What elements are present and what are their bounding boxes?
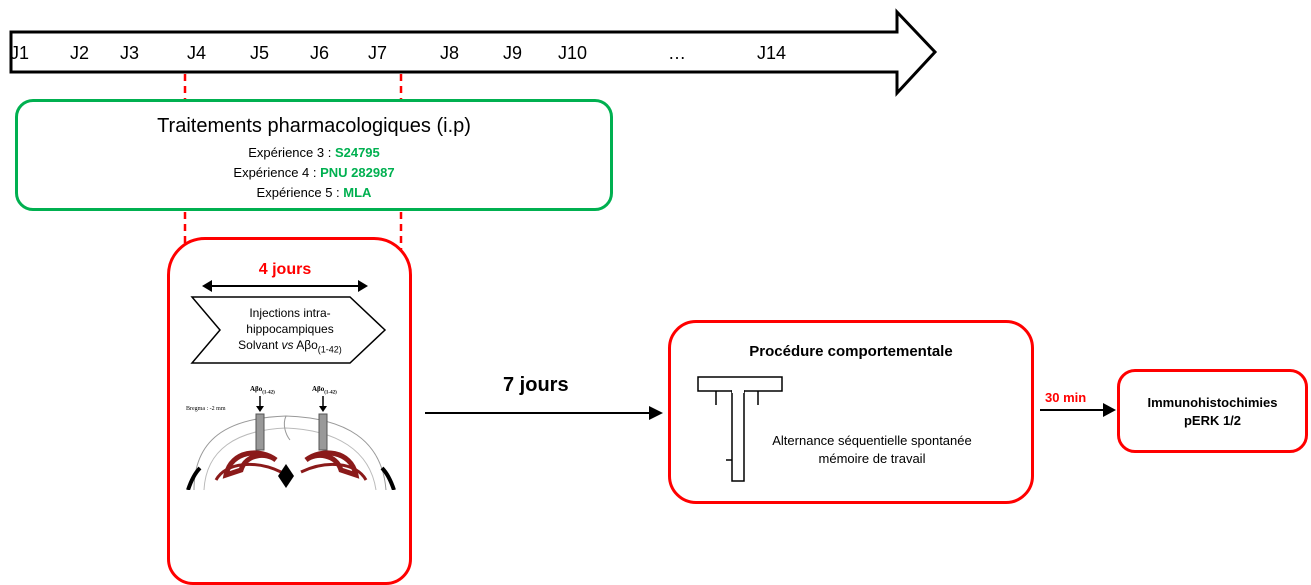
behavior-title: Procédure comportementale: [749, 343, 953, 360]
timeline-arrow: [9, 8, 938, 97]
brain-label-right: Aβo(1-42): [312, 385, 337, 395]
timeline-day: J1: [10, 43, 30, 63]
behavior-box: Procédure comportementale Alternance séq…: [668, 320, 1034, 504]
timeline-day: J8: [440, 43, 460, 63]
injection-text: Injections intra- hippocampiques Solvant…: [220, 305, 360, 357]
experiment-4-label: Expérience 4 :: [233, 165, 321, 180]
behavior-line1: Alternance séquentielle spontanée: [772, 433, 972, 448]
timeline-day: J5: [250, 43, 270, 63]
behavior-description: Alternance séquentielle spontanée mémoir…: [737, 432, 1007, 468]
behavior-line2: mémoire de travail: [818, 451, 926, 466]
brain-figure: Aβo(1-42) Aβo(1-42) Bregma : -2 mm: [186, 380, 396, 490]
timeline-day: J10: [558, 43, 588, 63]
injection-duration: 4 jours: [258, 261, 312, 278]
timeline-day: J9: [503, 43, 523, 63]
experiment-3: Expérience 3 : S24795: [18, 144, 610, 161]
brain-label-left: Aβo(1-42): [250, 385, 275, 395]
timeline-day: J7: [368, 43, 388, 63]
experiment-5-drug: MLA: [343, 185, 372, 200]
final-box: Immunohistochimies pERK 1/2: [1117, 369, 1308, 453]
experiment-3-label: Expérience 3 :: [248, 145, 335, 160]
final-line1: Immunohistochimies: [1147, 395, 1278, 410]
injection-box: [167, 237, 412, 585]
final-text: Immunohistochimies pERK 1/2: [1120, 394, 1305, 430]
arrow-to-behavior: [425, 406, 663, 420]
delay-30-min: 30 min: [1045, 390, 1087, 405]
timeline-day: J14: [757, 43, 787, 63]
brain-section-illustration: [186, 396, 396, 490]
injection-line2: hippocampiques: [246, 322, 334, 336]
t-maze-icon: [697, 376, 783, 482]
injection-solvent: Solvant: [238, 338, 282, 352]
final-line2: pERK 1/2: [1183, 413, 1242, 428]
experiment-4-drug: PNU 282987: [320, 165, 395, 180]
injection-line1: Injections intra-: [249, 306, 331, 320]
injection-vs: vs: [281, 338, 294, 352]
timeline-day: …: [668, 43, 686, 63]
brain-label-right-sub: (1-42): [324, 390, 337, 396]
timeline-day: J2: [70, 43, 90, 63]
injection-abo: Aβo: [293, 338, 318, 352]
brain-label-left-sub: (1-42): [262, 390, 275, 396]
injection-line3: Solvant vs Aβo(1-42): [220, 337, 360, 357]
experiment-4: Expérience 4 : PNU 282987: [18, 164, 610, 181]
injection-chevron: [190, 296, 387, 364]
treatment-box: Traitements pharmacologiques (i.p) Expér…: [15, 99, 613, 211]
experiment-5-label: Expérience 5 :: [256, 185, 344, 200]
experiment-5: Expérience 5 : MLA: [18, 184, 610, 201]
duration-double-arrow: [202, 280, 368, 292]
bregma-label: Bregma : -2 mm: [186, 406, 226, 412]
timeline-day: J4: [187, 43, 207, 63]
injection-abo-sub: (1-42): [317, 344, 342, 355]
timeline-day: J3: [120, 43, 140, 63]
delay-7-days: 7 jours: [503, 374, 569, 396]
treatment-title: Traitements pharmacologiques (i.p): [157, 115, 471, 137]
brain-label-right-text: Aβo: [312, 385, 325, 393]
arrow-to-final: [1040, 403, 1116, 417]
brain-label-left-text: Aβo: [250, 385, 263, 393]
experiment-3-drug: S24795: [334, 145, 380, 160]
timeline-day: J6: [310, 43, 330, 63]
